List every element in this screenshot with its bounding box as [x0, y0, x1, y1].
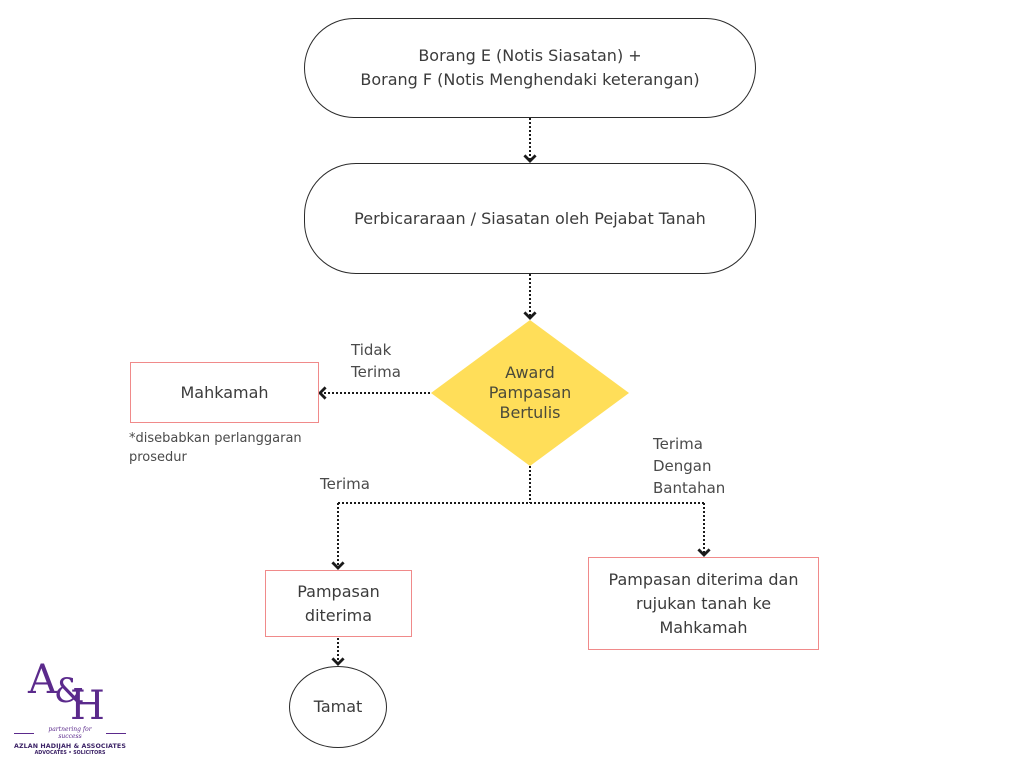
label-accept-objection: Terima Dengan Bantahan	[653, 433, 725, 499]
logo-firm-name: AZLAN HADIJAH & ASSOCIATES	[14, 743, 126, 750]
accepted-with-objection-box: Pampasan diterima dan rujukan tanah ke M…	[588, 557, 819, 650]
label-accept-objection-line2: Dengan	[653, 457, 712, 475]
notice-step-line2: Borang F (Notis Menghendaki keterangan)	[360, 70, 700, 89]
label-reject-line1: Tidak	[351, 341, 392, 359]
inquiry-step: Perbicararaan / Siasatan oleh Pejabat Ta…	[304, 163, 756, 274]
label-accept-text: Terima	[320, 475, 370, 493]
accepted-with-objection-line2: rujukan tanah ke	[635, 593, 772, 613]
logo-letter-h: H	[70, 683, 105, 729]
accepted-with-objection-line1: Pampasan diterima dan	[608, 569, 799, 589]
firm-logo: A & H partnering for success AZLAN HADIJ…	[14, 660, 127, 760]
end-terminal: Tamat	[289, 666, 387, 748]
court-box-text: Mahkamah	[180, 382, 269, 402]
logo-tagline-text: partnering for success	[48, 726, 92, 740]
accepted-box-line1: Pampasan	[297, 581, 380, 601]
logo-ampersand: &	[54, 671, 85, 711]
court-note-line1: *disebabkan perlanggaran	[129, 431, 302, 446]
notice-step: Borang E (Notis Siasatan) + Borang F (No…	[304, 18, 756, 118]
decision-line3: Bertulis	[499, 403, 561, 422]
end-terminal-text: Tamat	[313, 697, 363, 716]
accepted-with-objection-line3: Mahkamah	[659, 617, 748, 637]
court-box: Mahkamah	[130, 362, 319, 423]
inquiry-step-text: Perbicararaan / Siasatan oleh Pejabat Ta…	[354, 208, 706, 228]
logo-monogram: A & H	[14, 660, 126, 726]
label-accept-objection-line3: Bantahan	[653, 479, 726, 497]
label-reject: Tidak Terima	[351, 339, 401, 383]
label-accept-objection-line1: Terima	[653, 435, 703, 453]
logo-letter-a: A	[28, 657, 57, 703]
notice-step-line1: Borang E (Notis Siasatan) +	[418, 46, 642, 65]
accepted-box-line2: diterima	[304, 605, 373, 625]
label-accept: Terima	[320, 473, 370, 495]
decision-text: Award Pampasan Bertulis	[470, 363, 590, 423]
decision-line2: Pampasan	[488, 383, 572, 402]
logo-rule-left	[14, 732, 34, 734]
label-reject-line2: Terima	[351, 363, 401, 381]
court-note: *disebabkan perlanggaran prosedur	[129, 429, 302, 467]
decision-diamond	[431, 320, 629, 466]
decision-line1: Award	[505, 363, 555, 382]
logo-tagline: partnering for success	[14, 726, 127, 740]
court-note-line2: prosedur	[129, 450, 187, 465]
accepted-box: Pampasan diterima	[265, 570, 412, 637]
logo-subtitle: ADVOCATES • SOLICITORS	[34, 751, 106, 756]
logo-rule-right	[106, 732, 127, 734]
